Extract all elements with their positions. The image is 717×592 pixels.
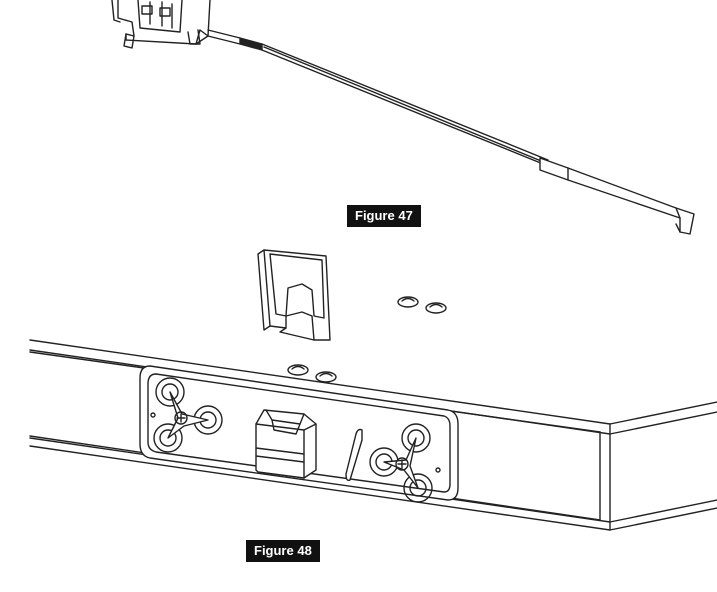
slot-opening xyxy=(345,428,363,482)
right-latch xyxy=(369,423,441,503)
figure-48-label: Figure 48 xyxy=(246,540,320,562)
figure-47-label: Figure 47 xyxy=(347,205,421,227)
center-connector xyxy=(255,409,317,479)
screw-pair-top xyxy=(397,296,447,314)
mounting-clip xyxy=(257,249,331,341)
connector-block xyxy=(111,0,211,49)
rod-actuator-assembly xyxy=(111,0,695,235)
cable-rod xyxy=(207,29,695,235)
screw-pair-bottom xyxy=(287,364,337,383)
left-latch xyxy=(150,377,223,453)
